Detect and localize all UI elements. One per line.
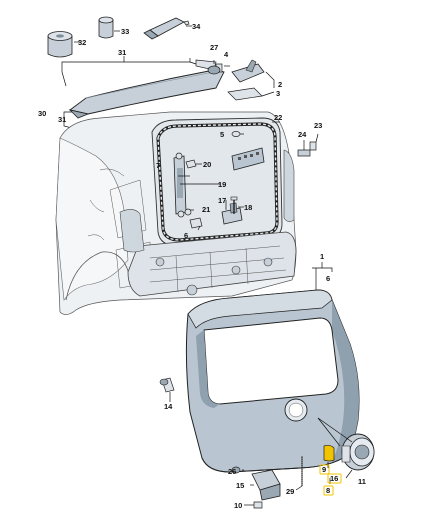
callout-6: 6 [326, 274, 330, 283]
nut-27-part [207, 65, 221, 75]
nut-26-part [231, 466, 241, 474]
callout-33: 33 [121, 27, 129, 36]
rubber-bumper-part [47, 31, 73, 58]
callout-31-side: 31 [58, 115, 66, 124]
callout-5: 5 [220, 130, 224, 139]
callout-19: 19 [218, 180, 226, 189]
bolt-24-part [297, 149, 311, 157]
bolt-23-part [309, 141, 317, 151]
micro-switch-9-part [323, 444, 335, 462]
tailgate-lock-part [251, 469, 281, 501]
callout-6-small: 6 [184, 231, 188, 240]
callout-21: 21 [202, 205, 210, 214]
callout-7: 7 [156, 161, 160, 170]
clip-20-part [185, 159, 197, 169]
highlighted-callouts [319, 464, 342, 496]
hinge-plate-part [231, 147, 265, 171]
callout-8: 8 [326, 486, 330, 495]
callout-18: 18 [244, 203, 252, 212]
callout-23: 23 [314, 121, 322, 130]
callout-30: 30 [38, 109, 46, 118]
hinge-assembly-part [227, 59, 265, 101]
callout-34: 34 [192, 22, 201, 31]
bolt-5-part [231, 131, 241, 137]
screw-18-part [230, 196, 238, 214]
screw-21-part [184, 208, 192, 216]
callout-24: 24 [298, 130, 307, 139]
bolt-10-part [253, 501, 263, 509]
callout-27: 27 [210, 43, 218, 52]
gas-strut-part [173, 152, 187, 218]
callout-31-top: 31 [118, 48, 126, 57]
callout-3: 3 [276, 89, 280, 98]
grommet-part [98, 16, 114, 39]
callout-4: 4 [224, 50, 229, 59]
callout-29: 29 [286, 487, 294, 496]
callout-11: 11 [358, 477, 366, 486]
bracket-31-top [61, 58, 191, 72]
clip-6-part [189, 217, 203, 229]
leader-lines [74, 25, 353, 506]
callout-9: 9 [322, 465, 326, 474]
emblem-lock-part [341, 433, 375, 471]
tailgate-lid-part [185, 289, 360, 473]
callout-15: 15 [236, 481, 244, 490]
callout-22: 22 [274, 113, 282, 122]
callout-labels: 32 33 34 31 27 4 2 3 30 31 22 5 24 23 20… [38, 22, 366, 510]
adhesive-tube-part [143, 17, 190, 40]
rear-spoiler-part [68, 59, 225, 119]
callout-32: 32 [78, 38, 86, 47]
callout-2: 2 [278, 80, 282, 89]
callout-10: 10 [234, 501, 242, 510]
callout-26: 26 [228, 467, 236, 476]
callout-17: 17 [218, 196, 226, 205]
callout-14: 14 [164, 402, 173, 411]
callout-1: 1 [320, 252, 324, 261]
callout-16: 16 [330, 474, 338, 483]
ball-stud-14-part [159, 377, 175, 393]
callout-20: 20 [203, 160, 211, 169]
